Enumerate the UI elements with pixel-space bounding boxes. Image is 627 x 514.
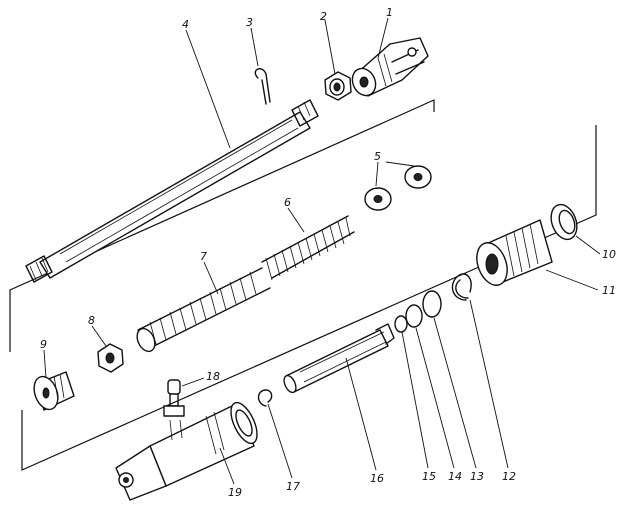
part-14-ring (405, 304, 423, 328)
callout-7: 7 (200, 250, 207, 263)
part-7-inner-spring (136, 267, 271, 353)
part-1-clevis-fork (351, 37, 429, 97)
callout-10: 10 (602, 248, 616, 261)
part-12-snap-ring (451, 273, 472, 301)
callout-4: 4 (182, 18, 189, 31)
callout-3: 3 (246, 16, 253, 29)
callout-8: 8 (88, 314, 95, 327)
callout-2: 2 (320, 10, 327, 23)
part-19-cylinder-housing (115, 401, 258, 501)
part-5-washers (364, 165, 432, 211)
group-frame-upper (9, 99, 435, 352)
callout-13: 13 (470, 470, 484, 483)
part-4-long-rod (25, 99, 319, 283)
part-2-hex-nut (324, 71, 352, 101)
part-9-collar (33, 371, 75, 411)
part-3-cotter-pin (254, 68, 271, 105)
group-frame-lower (21, 125, 597, 471)
part-8-nut (97, 343, 124, 373)
callout-18: 18 (206, 370, 220, 383)
callout-15: 15 (422, 470, 436, 483)
callout-12: 12 (502, 470, 516, 483)
part-15-ring (394, 315, 408, 333)
callout-labels: 1 2 3 4 5 6 7 8 9 10 11 12 13 14 15 16 1… (40, 6, 616, 499)
callout-1: 1 (386, 6, 393, 19)
part-16-shaft (283, 323, 395, 394)
part-18-grease-nipple (163, 379, 185, 417)
callout-19: 19 (228, 486, 242, 499)
callout-17: 17 (286, 480, 300, 493)
part-17-retaining-clip (257, 389, 273, 407)
leader-lines (43, 17, 601, 485)
callout-11: 11 (602, 284, 616, 297)
part-13-ring (422, 290, 442, 318)
part-10-threaded-ring (550, 203, 578, 241)
part-11-threaded-body (476, 219, 553, 286)
callout-14: 14 (448, 470, 462, 483)
callout-6: 6 (284, 196, 291, 209)
callout-5: 5 (374, 150, 381, 163)
callout-16: 16 (370, 472, 384, 485)
part-6-outer-spring (261, 215, 355, 281)
callout-9: 9 (40, 338, 47, 351)
